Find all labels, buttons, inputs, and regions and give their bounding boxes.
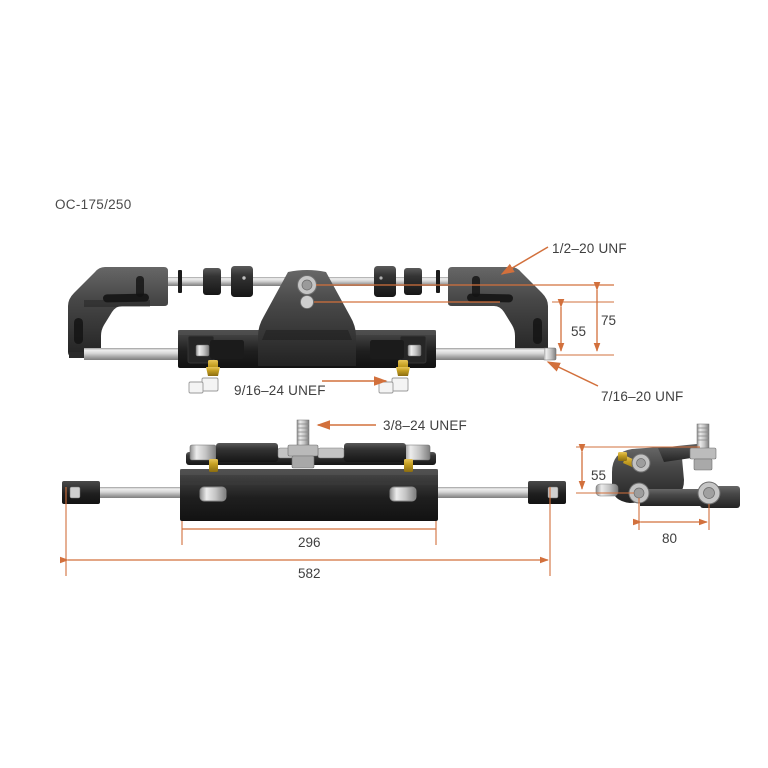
callout-three-eighth-24-unef: 3/8–24 UNEF: [383, 418, 467, 433]
dimension-75: 75: [601, 313, 617, 328]
tie-bar-assembly: [186, 419, 436, 472]
callout-nine-sixteenth-24-unef: 9/16–24 UNEF: [234, 383, 326, 398]
left-mounting-bracket: [68, 267, 168, 358]
dimension-55-end: 55: [591, 468, 607, 483]
dimension-80: 80: [662, 531, 678, 546]
callout-seven-sixteenth-20-unf: 7/16–20 UNF: [601, 389, 684, 404]
right-mounting-bracket: [448, 267, 557, 361]
dimension-582: 582: [298, 566, 321, 581]
part-number-title: OC-175/250: [55, 197, 132, 212]
end-elevation-view-graphic: [595, 423, 740, 508]
dimension-55-top: 55: [571, 324, 587, 339]
callout-half-20-unf: 1/2–20 UNF: [552, 241, 627, 256]
top-view-dimensions: [498, 281, 614, 356]
end-view-dimensions: [576, 443, 710, 530]
center-tiller-bracket: [258, 270, 356, 366]
side-elevation-view-graphic: [62, 419, 566, 521]
dimension-296: 296: [298, 535, 321, 550]
port-fitting-left: [188, 360, 220, 394]
side-view-dimensions: [59, 487, 551, 576]
